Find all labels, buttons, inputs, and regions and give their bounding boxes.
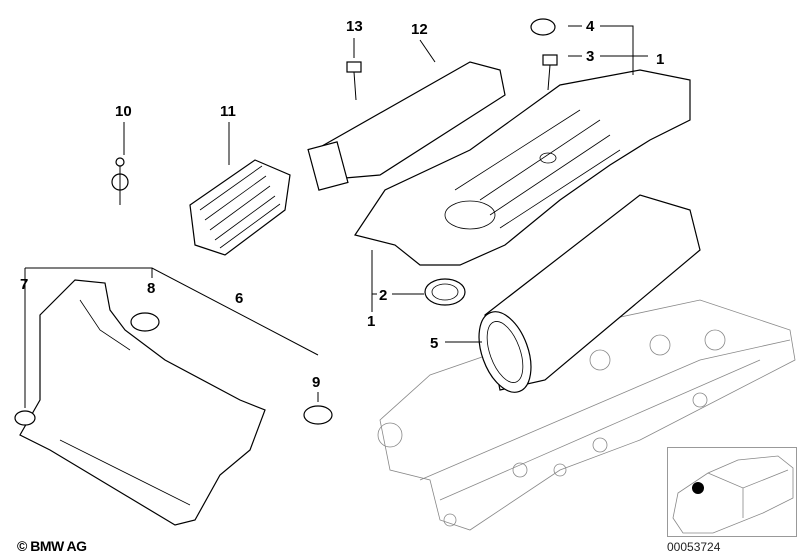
callout-7: 7: [20, 276, 28, 293]
callout-2: 2: [379, 287, 387, 304]
air-filter-drawing: [478, 194, 701, 393]
intake-duct-drawing: [307, 61, 506, 191]
callout-8: 8: [147, 280, 155, 297]
callout-12: 12: [411, 21, 428, 38]
callout-11: 11: [220, 103, 236, 120]
callout-13: 13: [346, 18, 363, 35]
callout-6: 6: [235, 290, 243, 307]
bolt-13-drawing: [346, 61, 362, 101]
cap-4-drawing: [530, 18, 556, 36]
location-marker-icon: [692, 482, 704, 494]
car-outline-icon: [672, 455, 794, 534]
callout-3: 3: [586, 48, 594, 65]
copyright-label: © BMW AG: [17, 538, 87, 554]
image-number: 00053724: [667, 540, 721, 554]
bolt-10-drawing: [111, 157, 129, 205]
callout-4: 4: [586, 18, 595, 35]
callout-1-bottom: 1: [367, 313, 375, 330]
leader-lines: [24, 25, 648, 408]
bellows-drawing: [189, 159, 291, 256]
bolt-3-drawing: [542, 54, 558, 91]
grommet-9-drawing: [303, 405, 333, 425]
vehicle-location-inset: [667, 447, 797, 537]
grommet-8-drawing: [130, 312, 160, 332]
callout-9: 9: [312, 374, 320, 391]
engine-cover-drawing: [354, 69, 691, 266]
callout-10: 10: [115, 103, 132, 120]
callout-5: 5: [430, 335, 438, 352]
grommet-7-drawing: [14, 410, 36, 426]
lower-cover-drawing: [19, 279, 266, 526]
callout-1-top: 1: [656, 51, 664, 68]
seal-ring-drawing: [424, 278, 466, 306]
